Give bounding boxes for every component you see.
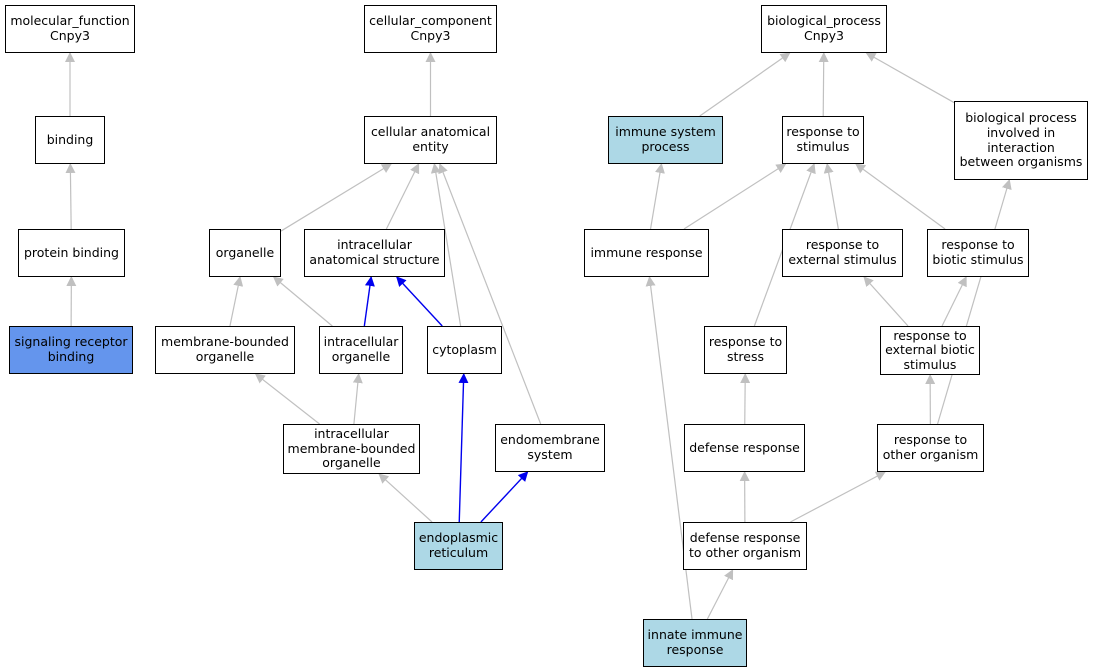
edge-er-to-endomem	[480, 471, 529, 523]
go-term-endomem-node[interactable]: endomembrane system	[495, 424, 605, 472]
go-term-iir-node[interactable]: innate immune response	[643, 619, 747, 667]
edge-mbo-to-organelle	[229, 276, 244, 327]
edge-isp-to-bp	[699, 52, 791, 117]
go-term-bpii-node[interactable]: biological process involved in interacti…	[954, 101, 1088, 180]
edge-rebs-to-rbs	[941, 276, 967, 327]
go-term-binding-node[interactable]: binding	[35, 116, 105, 164]
go-term-cytoplasm-node[interactable]: cytoplasm	[427, 326, 502, 374]
go-term-rbs-node[interactable]: response to biotic stimulus	[927, 229, 1029, 277]
edge-endomem-to-cae	[438, 163, 542, 425]
go-term-protein-binding-node[interactable]: protein binding	[18, 229, 125, 277]
go-term-bp-node[interactable]: biological_process Cnpy3	[761, 5, 887, 53]
go-term-imbo-node[interactable]: intracellular membrane-bounded organelle	[283, 424, 420, 474]
go-term-dr-node[interactable]: defense response	[684, 424, 805, 472]
edge-bpii-to-bp	[865, 52, 955, 104]
go-term-organelle-node[interactable]: organelle	[209, 229, 281, 277]
go-term-cc-node[interactable]: cellular_component Cnpy3	[364, 5, 497, 53]
go-term-mf-node[interactable]: molecular_function Cnpy3	[5, 5, 135, 53]
edge-io-to-ias	[363, 276, 375, 327]
go-term-res-node[interactable]: response to external stimulus	[782, 229, 903, 277]
go-term-ias-node[interactable]: intracellular anatomical structure	[304, 229, 445, 277]
edge-io-to-organelle	[272, 276, 333, 327]
go-term-isp-node[interactable]: immune system process	[608, 116, 723, 164]
edge-cytoplasm-to-cae	[430, 163, 462, 327]
go-term-ir-node[interactable]: immune response	[584, 229, 709, 277]
edge-imbo-to-mbo	[254, 373, 320, 425]
go-term-drto-node[interactable]: defense response to other organism	[683, 522, 807, 570]
edge-rts-to-bp	[818, 52, 829, 117]
go-term-cae-node[interactable]: cellular anatomical entity	[364, 116, 497, 164]
edge-rebs-to-res	[863, 276, 909, 327]
edge-organelle-to-cae	[280, 163, 392, 232]
go-term-io-node[interactable]: intracellular organelle	[319, 326, 403, 374]
edge-dr-to-rstress	[740, 373, 751, 425]
edge-iir-to-drto	[706, 569, 734, 620]
go-term-rebs-node[interactable]: response to external biotic stimulus	[880, 326, 980, 375]
edge-er-to-cytoplasm	[458, 373, 469, 523]
go-term-rstress-node[interactable]: response to stress	[704, 326, 787, 374]
edge-ias-to-cae	[385, 163, 420, 230]
edge-er-to-imbo	[378, 473, 433, 523]
edge-ir-to-rts	[683, 163, 787, 230]
edge-cytoplasm-to-ias	[396, 276, 443, 327]
go-term-rto-node[interactable]: response to other organism	[877, 424, 984, 472]
edge-protein_binding-to-binding	[65, 163, 76, 230]
edge-ir-to-isp	[649, 163, 665, 230]
go-term-mbo-node[interactable]: membrane-bounded organelle	[155, 326, 295, 374]
go-term-er-node[interactable]: endoplasmic reticulum	[414, 522, 503, 570]
go-term-rts-node[interactable]: response to stimulus	[782, 116, 864, 164]
edge-drto-to-rto	[790, 471, 886, 523]
edge-res-to-rts	[823, 163, 839, 230]
edge-imbo-to-io	[352, 373, 363, 425]
edge-rbs-to-rts	[855, 163, 946, 230]
edge-rto-to-bpii	[936, 179, 1012, 425]
go-term-srb-node[interactable]: signaling receptor binding	[9, 326, 133, 374]
